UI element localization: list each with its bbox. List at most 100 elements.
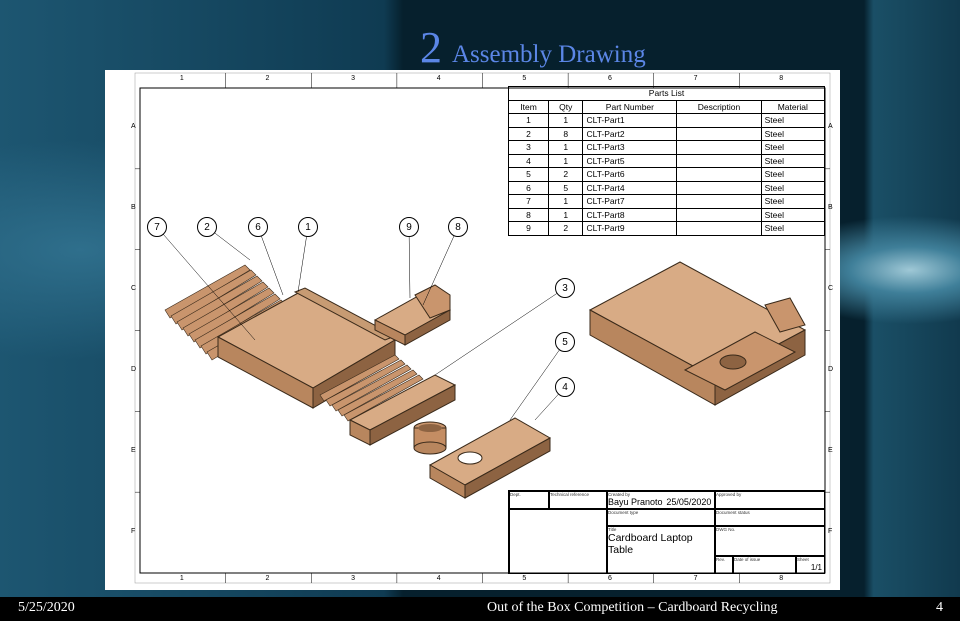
parts-cell: 8 — [548, 126, 584, 141]
parts-cell: CLT-Part1 — [582, 113, 678, 128]
parts-list-title: Parts List — [508, 86, 825, 101]
column-label-bottom: 5 — [522, 575, 527, 582]
item-balloon: 2 — [197, 217, 217, 237]
technical-reference-label: Technical reference — [550, 492, 590, 497]
created-by-value: Bayu Pranoto — [608, 497, 663, 507]
parts-cell: 4 — [507, 153, 550, 168]
parts-cell: Steel — [760, 167, 826, 182]
parts-cell: 2 — [548, 221, 584, 236]
parts-cell: CLT-Part9 — [582, 221, 678, 236]
leader-line — [434, 287, 566, 376]
title-label: Title — [608, 527, 617, 532]
drawing-title: Cardboard Laptop Table — [608, 532, 693, 556]
row-label: E — [828, 446, 833, 454]
parts-column-header: Part Number — [582, 99, 678, 114]
parts-cell: 9 — [507, 221, 550, 236]
column-label-top: 6 — [607, 75, 612, 82]
parts-cell: 8 — [507, 207, 550, 222]
row-label: F — [828, 527, 833, 535]
sheet-value: 1/1 — [810, 563, 822, 572]
column-label-top: 2 — [265, 75, 270, 82]
item-balloon: 4 — [555, 377, 575, 397]
parts-cell: Steel — [760, 140, 826, 155]
item-balloon: 3 — [555, 278, 575, 298]
sheet-label: Sheet — [797, 557, 809, 562]
parts-cell: 5 — [548, 180, 584, 195]
parts-cell: CLT-Part6 — [582, 167, 678, 182]
parts-cell — [676, 180, 762, 195]
parts-column-header: Material — [760, 99, 826, 114]
date-of-issue-label: Date of issue — [734, 557, 761, 562]
dept-label: Dept. — [510, 492, 521, 497]
parts-cell — [676, 221, 762, 236]
column-label-bottom: 4 — [436, 575, 441, 582]
leader-line — [422, 226, 459, 306]
parts-cell: 1 — [507, 113, 550, 128]
parts-cell: Steel — [760, 153, 826, 168]
parts-cell: Steel — [760, 207, 826, 222]
document-status-label: Document status — [716, 510, 750, 515]
exploded-parts-illustration — [164, 261, 807, 499]
parts-cell: CLT-Part5 — [582, 153, 678, 168]
parts-cell: 6 — [507, 180, 550, 195]
row-label: F — [131, 527, 136, 535]
parts-cell: 1 — [548, 194, 584, 209]
row-label: C — [131, 285, 137, 293]
column-label-bottom: 6 — [607, 575, 612, 582]
parts-cell: 1 — [548, 140, 584, 155]
parts-cell: Steel — [760, 126, 826, 141]
row-label: A — [828, 123, 833, 131]
parts-cell: 7 — [507, 194, 550, 209]
item-balloon: 7 — [147, 217, 167, 237]
column-label-top: 1 — [179, 75, 184, 82]
row-label: B — [828, 204, 833, 212]
footer-page-number: 4 — [936, 600, 943, 615]
column-label-bottom: 1 — [179, 575, 184, 582]
row-label: C — [828, 285, 834, 293]
parts-cell: 1 — [548, 153, 584, 168]
leader-line — [509, 341, 566, 421]
parts-cell: CLT-Part3 — [582, 140, 678, 155]
leader-line — [156, 226, 256, 341]
parts-cell: 1 — [548, 113, 584, 128]
leader-line — [408, 226, 411, 299]
row-label: D — [828, 365, 834, 373]
column-label-top: 5 — [522, 75, 527, 82]
column-label-top: 8 — [779, 75, 784, 82]
item-balloon: 5 — [555, 332, 575, 352]
parts-cell: 5 — [507, 167, 550, 182]
column-label-top: 4 — [436, 75, 441, 82]
parts-cell: 2 — [548, 167, 584, 182]
parts-cell: Steel — [760, 113, 826, 128]
parts-cell: Steel — [760, 194, 826, 209]
column-label-top: 3 — [351, 75, 355, 82]
footer-date: 5/25/2020 — [18, 600, 75, 615]
parts-cell: Steel — [760, 221, 826, 236]
item-balloon: 1 — [298, 217, 318, 237]
rev-label: Rev. — [716, 557, 725, 562]
parts-column-header: Description — [676, 99, 762, 114]
parts-cell — [676, 126, 762, 141]
row-label: E — [131, 446, 136, 454]
drawing-frame — [134, 72, 831, 584]
parts-cell — [676, 113, 762, 128]
item-balloon: 8 — [448, 217, 468, 237]
slide-title-text: Assembly Drawing — [452, 41, 646, 68]
dwg-no-label: DWG No. — [716, 527, 736, 532]
parts-cell: CLT-Part8 — [582, 207, 678, 222]
parts-cell: CLT-Part4 — [582, 180, 678, 195]
parts-cell — [676, 207, 762, 222]
leader-line — [297, 226, 309, 293]
column-label-bottom: 2 — [265, 575, 270, 582]
